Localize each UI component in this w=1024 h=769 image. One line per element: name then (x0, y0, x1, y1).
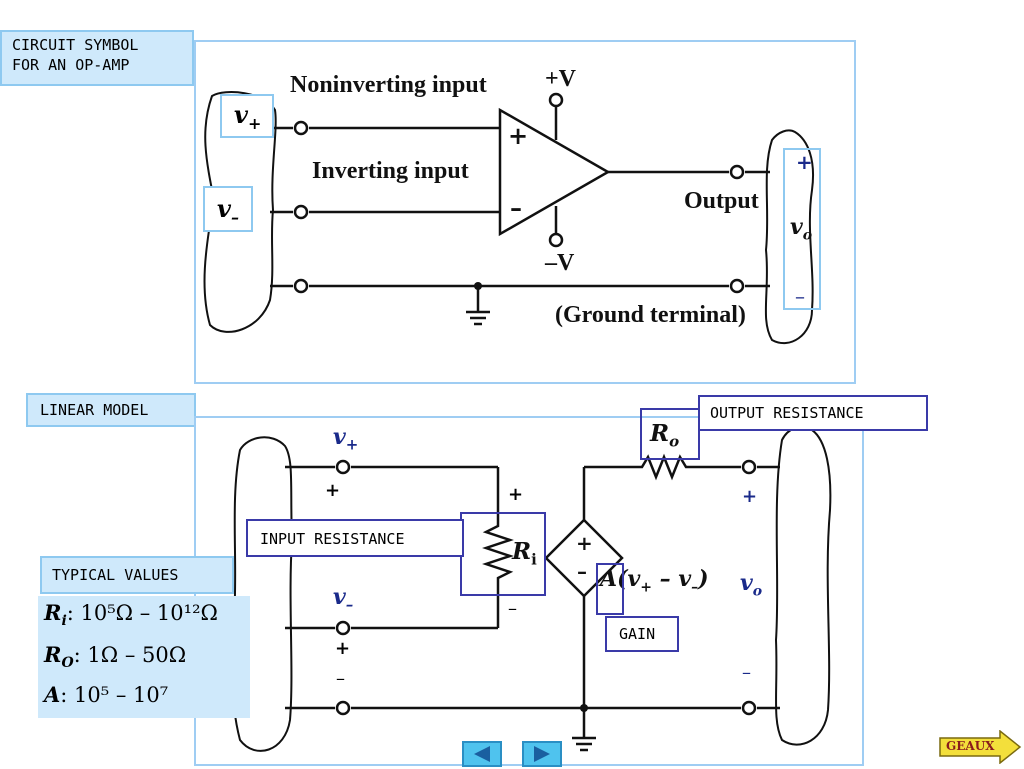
ro-typical-value: RO: 1Ω – 50Ω (44, 642, 187, 672)
inverting-input-label: Inverting input (312, 158, 469, 184)
ro-highlight: Ro (640, 408, 700, 460)
output-resistance-label: OUTPUT RESISTANCE (698, 395, 928, 431)
left-arrow-icon (474, 746, 490, 762)
noninverting-input-label: Noninverting input (290, 72, 487, 98)
svg-text:+: + (576, 531, 593, 555)
ri-symbol: Ri (512, 538, 537, 569)
vo-symbol: vo (790, 214, 813, 244)
geaux-button[interactable]: GEAUX (938, 730, 1022, 764)
a-typical-value: A: 10⁵ – 10⁷ (44, 682, 169, 707)
typical-values-label: TYPICAL VALUES (40, 556, 234, 594)
gain-highlight (596, 563, 624, 615)
output-label: Output (684, 188, 759, 214)
v-minus-symbol: v– (217, 194, 239, 227)
linear-model-diagram: + – (231, 426, 832, 752)
model-v-plus-label: v+ (333, 424, 359, 454)
next-slide-button[interactable] (522, 741, 562, 767)
output-resistor (636, 453, 692, 481)
typical-values-panel: Ri: 10⁵Ω – 10¹²Ω RO: 1Ω – 50Ω A: 10⁵ – 1… (38, 596, 250, 718)
gain-label: GAIN (605, 616, 679, 652)
ri-typical-value: Ri: 10⁵Ω – 10¹²Ω (44, 600, 218, 630)
positive-supply-label: +V (545, 66, 577, 92)
input-resistance-label: INPUT RESISTANCE (246, 519, 464, 557)
model-output-load-blob (774, 426, 832, 746)
input-resistor (482, 518, 514, 586)
v-plus-symbol: v+ (234, 100, 262, 133)
right-arrow-icon (534, 746, 550, 762)
negative-supply-label: –V (545, 250, 575, 276)
model-vo-label: vo (740, 570, 763, 600)
model-v-plus-plus: + (325, 480, 341, 501)
gain-expression: A(v+ – v–) (600, 566, 709, 596)
ro-symbol: Ro (650, 420, 680, 451)
geaux-label: GEAUX (946, 739, 995, 753)
model-vo-minus: – (742, 662, 751, 683)
vo-minus-sign: – (795, 284, 805, 308)
dependent-voltage-source (544, 518, 624, 598)
linear-model-label: LINEAR MODEL (26, 393, 196, 427)
output-load-blob (764, 129, 814, 345)
model-ri-minus: – (508, 598, 517, 619)
model-v-minus-minus: – (336, 668, 345, 689)
right-arrow-icon (939, 730, 1022, 764)
v-minus-highlight: v– (203, 186, 253, 232)
model-v-minus-label: v– (333, 584, 354, 614)
op-amp-symbol-diagram: + – (203, 91, 814, 345)
svg-text:–: – (577, 559, 587, 583)
op-amp-minus-sign: – (510, 193, 522, 222)
circuit-symbol-label: CIRCUIT SYMBOL FOR AN OP-AMP (0, 30, 194, 86)
ground-terminal-label: (Ground terminal) (555, 302, 746, 328)
model-v-minus-plus: + (335, 638, 351, 659)
previous-slide-button[interactable] (462, 741, 502, 767)
vo-highlight: + vo – (783, 148, 821, 310)
op-amp-symbol-frame (194, 40, 856, 384)
vo-plus-sign: + (796, 150, 813, 174)
model-ri-plus: + (508, 484, 524, 505)
ground-junction-dot (474, 282, 482, 290)
model-vo-plus: + (742, 486, 758, 507)
op-amp-plus-sign: + (508, 121, 528, 150)
op-amp-triangle (498, 107, 611, 237)
ri-highlight: Ri (460, 512, 546, 596)
v-plus-highlight: v+ (220, 94, 274, 138)
